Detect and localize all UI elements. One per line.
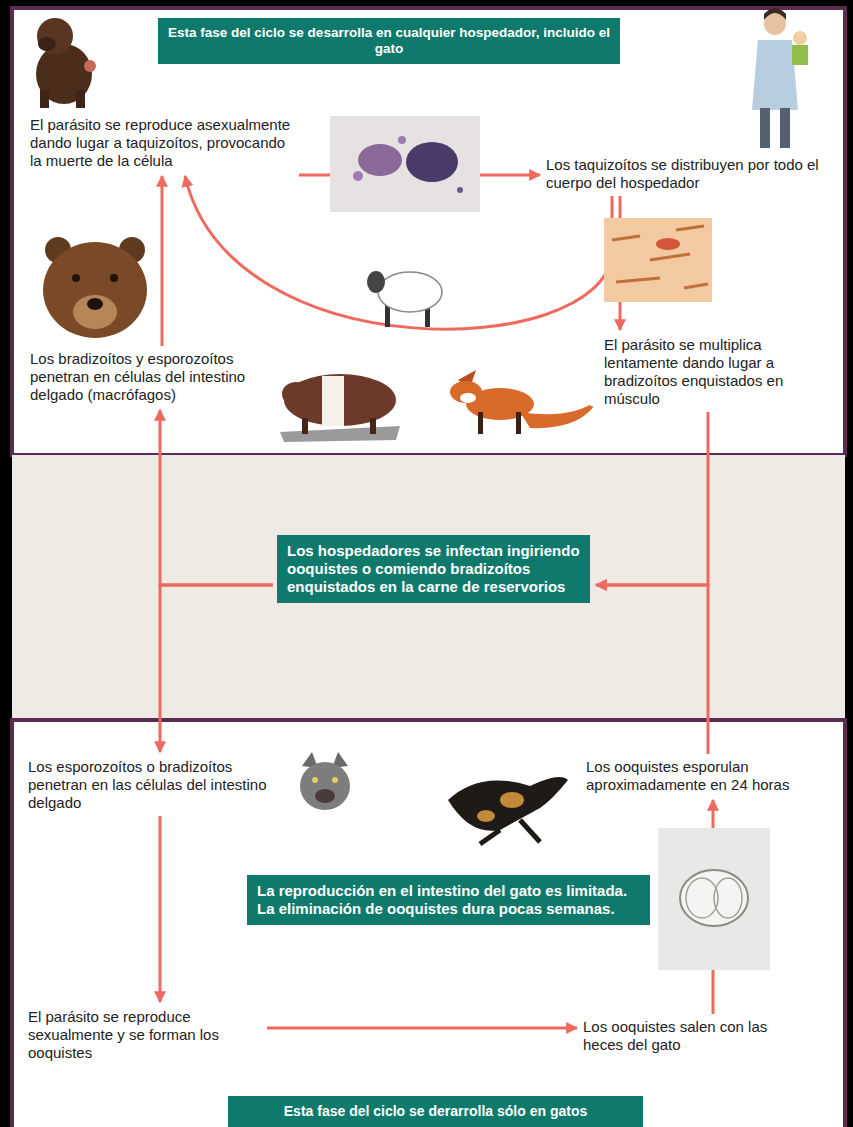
oocyst-micrograph-part [680,870,748,926]
sheep-illustration-part [385,305,390,327]
baboon-illustration-part [40,90,49,108]
woman-child-illustration-part [760,108,770,148]
bear-illustration-part [72,274,80,282]
node-text: Los taquizoítos se distribuyen por todo … [546,156,836,192]
fox-illustration-part [460,393,476,403]
micrograph-muscle-part [656,238,680,250]
woman-child-illustration-part [793,31,807,45]
middle-band [12,455,845,720]
teal-band: Los hospedadores se infectan ingiriendo … [277,535,590,603]
node-text: Esta fase del ciclo se derarrolla sólo e… [238,1103,633,1120]
teal-band: Esta fase del ciclo se derarrolla sólo e… [228,1096,643,1127]
black-cat-illustration [448,777,568,844]
oocyst-micrograph-part [658,828,770,970]
arrow-connector [161,176,164,346]
oocyst-micrograph [658,828,770,970]
text-block: Los ooquistes salen con las heces del ga… [583,1018,798,1054]
bear-illustration-part [73,295,117,329]
node-text: Los esporozoítos o bradizoítos penetran … [28,758,278,812]
micrograph-muscle-part [612,226,708,288]
baboon-illustration-part [84,60,96,72]
node-text: El parásito se reproduce sexualmente y s… [28,1008,263,1062]
node-text: El parásito se reproduce asexualmente da… [30,116,295,170]
pig-illustration-part [302,418,308,434]
micrograph-tachyzoites-part [358,144,402,176]
micrograph-tachyzoites [330,116,480,212]
arrow-connector [596,585,708,754]
node-text: El parásito se multiplica lentamente dan… [604,336,834,408]
bear-illustration-part [87,298,103,310]
bear-illustration [43,237,147,338]
black-cat-illustration-part [480,820,540,844]
sheep-illustration-part [367,271,385,293]
fox-illustration-part [589,397,599,407]
text-block: Los bradizoítos y esporozoítos penetran … [30,350,275,404]
pig-illustration-part [322,376,344,426]
teal-band: Esta fase del ciclo se desarrolla en cua… [158,18,620,64]
grey-cat-illustration-part [315,789,335,803]
woman-child-illustration-part [780,108,790,148]
black-cat-illustration-part [500,792,524,808]
woman-child-illustration [752,8,808,148]
grey-cat-illustration-part [312,777,318,783]
micrograph-muscle [604,218,712,302]
micrograph-tachyzoites-part [330,116,480,212]
arrow-connector [160,585,273,752]
fox-illustration-part [450,381,482,403]
micrograph-tachyzoites-part [398,136,406,144]
sheep-illustration [367,271,442,327]
node-text: La reproducción en el intestino del gato… [257,882,640,918]
bear-illustration-part [110,274,118,282]
oocyst-micrograph-part [686,878,718,918]
arrow-connector [267,1027,577,1030]
fox-illustration-part [478,412,483,434]
bear-illustration-part [43,242,147,338]
node-text: Los ooquistes esporulan aproximadamente … [586,758,834,794]
pig-illustration [280,374,400,442]
arrow-connector [160,410,273,585]
text-block: El parásito se reproduce sexualmente y s… [28,1008,263,1062]
fox-illustration [450,370,599,434]
micrograph-tachyzoites-part [406,142,458,182]
baboon-illustration-part [76,90,85,108]
black-cat-illustration-part [477,810,495,822]
text-block: El parásito se reproduce asexualmente da… [30,116,295,170]
arrow-connector [159,816,162,1002]
text-block: Los ooquistes esporulan aproximadamente … [586,758,834,794]
grey-cat-illustration-part [300,762,350,810]
woman-child-illustration-part [752,40,798,110]
pig-illustration-part [282,382,310,406]
node-text: Esta fase del ciclo se desarrolla en cua… [168,25,610,57]
top-panel [12,8,845,455]
baboon-illustration-part [38,37,56,51]
baboon-illustration-part [37,18,73,54]
sheep-illustration-part [378,272,442,312]
node-text: Los hospedadores se infectan ingiriendo … [287,542,580,596]
micrograph-tachyzoites-part [353,171,363,181]
pig-illustration-part [370,418,376,434]
text-block: Los esporozoítos o bradizoítos penetran … [28,758,278,812]
fox-illustration-part [516,412,521,434]
baboon-illustration [36,18,96,108]
node-text: Los ooquistes salen con las heces del ga… [583,1018,798,1054]
grey-cat-illustration-part [332,777,338,783]
node-text: Los bradizoítos y esporozoítos penetran … [30,350,275,404]
oocyst-micrograph-part [714,878,742,918]
black-cat-illustration-part [448,777,568,831]
teal-band: La reproducción en el intestino del gato… [247,875,650,925]
text-block: El parásito se multiplica lentamente dan… [604,336,834,408]
arrow-connector [596,412,708,585]
text-block: Los taquizoítos se distribuyen por todo … [546,156,836,192]
pig-illustration-part [280,426,400,442]
micrograph-muscle-part [604,218,712,302]
bottom-panel [12,720,845,1127]
woman-child-illustration-part [792,45,808,65]
grey-cat-illustration [300,752,350,810]
woman-child-illustration-part [764,8,786,20]
micrograph-tachyzoites-part [457,187,463,193]
